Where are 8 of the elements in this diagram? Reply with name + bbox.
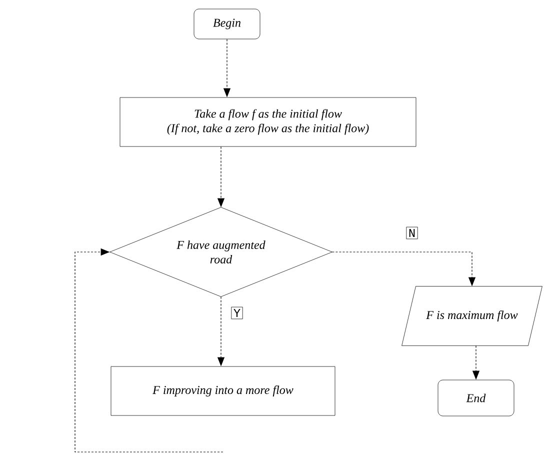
process-box: F improving into a more flow bbox=[110, 366, 336, 416]
edge-label: Y bbox=[231, 306, 243, 320]
terminal-box: End bbox=[438, 380, 514, 416]
arrow bbox=[74, 248, 224, 452]
edge-label: N bbox=[406, 226, 418, 240]
process-box: Take a flow f as the initial flow (If not, take a zero flow as the initial flow) bbox=[120, 97, 416, 147]
io-parallelogram: F is maximum flow bbox=[402, 286, 542, 346]
terminal-box: Begin bbox=[194, 8, 260, 40]
